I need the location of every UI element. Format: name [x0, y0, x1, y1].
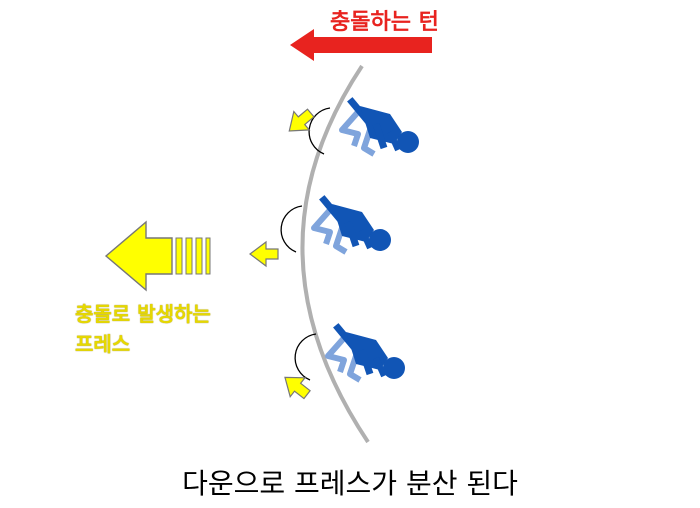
- small-yellow-arrow-icon-top: [288, 108, 315, 132]
- colliding-turn-label: 충돌하는 턴: [330, 10, 439, 35]
- caption: 다운으로 프레스가 분산 된다: [182, 467, 518, 500]
- player-icon-top: [309, 102, 419, 154]
- press-label-line-2: 프레스: [75, 332, 131, 356]
- press-label-line-1: 충돌로 발생하는: [75, 302, 211, 326]
- red-left-arrow-icon: [290, 29, 432, 61]
- player-icon-bottom: [295, 328, 405, 380]
- small-yellow-arrow-icon-bottom: [284, 376, 311, 400]
- press-label: 충돌로 발생하는 프레스: [75, 299, 275, 359]
- player-icon-middle: [281, 200, 391, 252]
- big-yellow-arrow-icon: [104, 220, 211, 292]
- small-yellow-arrow-icon-middle: [249, 240, 279, 268]
- turn-arc: [300, 64, 370, 444]
